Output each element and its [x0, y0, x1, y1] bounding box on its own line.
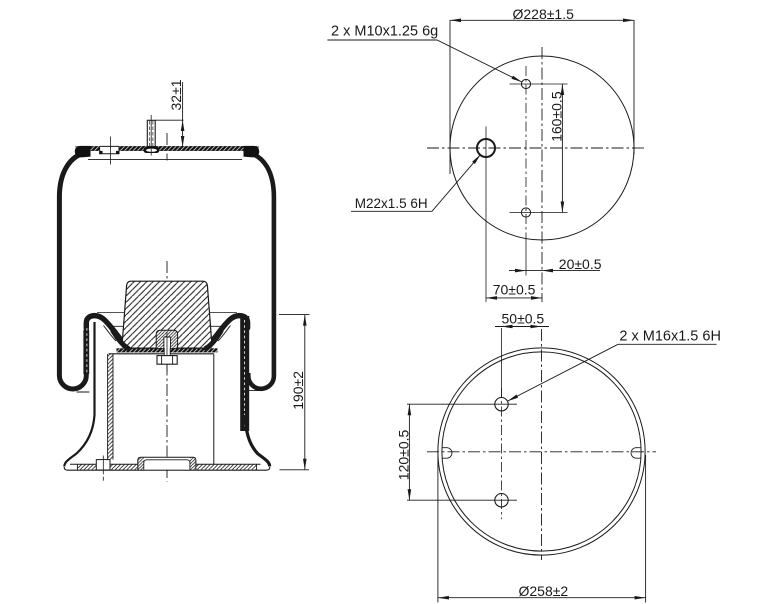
svg-text:50±0.5: 50±0.5	[502, 311, 545, 327]
svg-text:2 x M10x1.25 6g: 2 x M10x1.25 6g	[331, 24, 438, 40]
svg-text:Ø228±1.5: Ø228±1.5	[513, 6, 575, 22]
svg-text:20±0.5: 20±0.5	[559, 256, 602, 272]
svg-text:70±0.5: 70±0.5	[493, 282, 536, 298]
svg-text:2 x M16x1.5 6H: 2 x M16x1.5 6H	[619, 329, 721, 345]
svg-text:120±0.5: 120±0.5	[395, 429, 411, 480]
svg-text:Ø258±2: Ø258±2	[519, 583, 569, 599]
svg-text:160±0.5: 160±0.5	[548, 91, 564, 142]
svg-text:190±2: 190±2	[290, 371, 306, 410]
svg-text:32±1: 32±1	[168, 79, 184, 110]
svg-text:M22x1.5 6H: M22x1.5 6H	[355, 196, 428, 211]
